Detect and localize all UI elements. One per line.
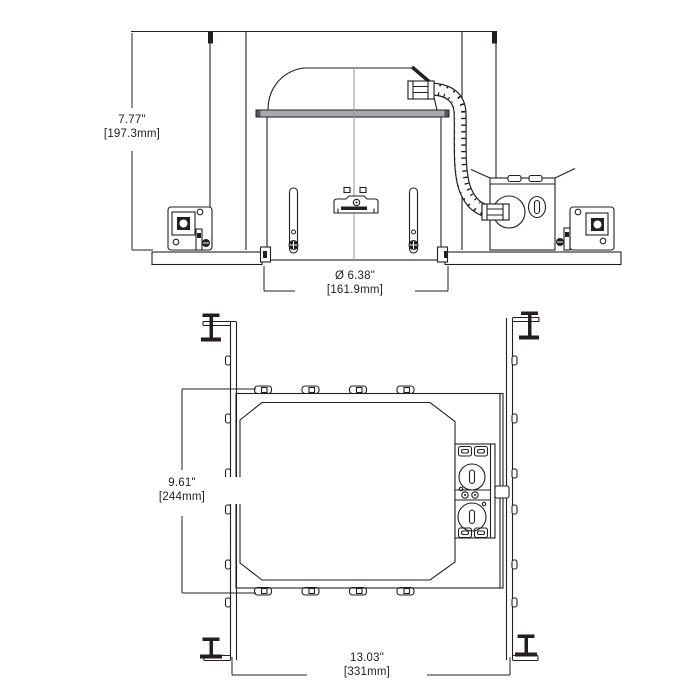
frame-tabs-top xyxy=(253,385,415,395)
joist-corner-mark-right xyxy=(492,31,497,44)
dim-height-inches: 7.77" xyxy=(72,114,192,128)
adjustment-slot-left xyxy=(288,187,299,254)
plan-view xyxy=(181,311,540,676)
band-cap-left xyxy=(256,110,261,117)
dim-line-width xyxy=(231,657,511,676)
ceiling-hatch-right xyxy=(444,251,622,266)
mounting-bracket-right xyxy=(556,206,615,251)
junction-box-side xyxy=(470,168,576,251)
dim-height-label: 7.77" [197.3mm] xyxy=(72,114,192,141)
dim-line-depth xyxy=(181,388,256,594)
dome-conduit-connector xyxy=(407,80,435,100)
dim-aperture-mm: [161.9mm] xyxy=(295,283,415,297)
adjustment-slot-right xyxy=(408,187,419,254)
joist-left xyxy=(209,31,247,250)
nail-bottom-left xyxy=(200,637,222,659)
dim-width-inches: 13.03" xyxy=(307,652,427,666)
hanger-bar-right xyxy=(505,316,540,662)
flange-foot-detail-left xyxy=(263,251,267,258)
nail-bottom-right xyxy=(515,634,537,657)
box-knockout-oval xyxy=(527,195,547,219)
band-cap-right xyxy=(444,110,449,117)
dim-line-height xyxy=(131,33,153,251)
can-top-band xyxy=(255,109,450,118)
dim-depth-label: 9.61" [244mm] xyxy=(122,477,242,504)
slot-hole-left xyxy=(290,229,297,235)
flex-conduit xyxy=(431,82,492,219)
side-elevation-view xyxy=(131,30,622,292)
slot-screw-left xyxy=(288,240,299,250)
nail-top-right xyxy=(519,311,539,340)
junction-box-latch xyxy=(494,485,510,499)
dim-aperture-label: Ø 6.38" [161.9mm] xyxy=(295,270,415,297)
dim-depth-inches: 9.61" xyxy=(122,477,242,491)
frame-tabs-bottom xyxy=(253,586,415,596)
dim-height-mm: [197.3mm] xyxy=(72,127,192,141)
mounting-bracket-left xyxy=(167,206,213,251)
joist-corner-mark-left xyxy=(208,31,213,44)
flange-foot-detail-right xyxy=(444,251,448,258)
nail-top-left xyxy=(201,313,221,342)
junction-box-plan xyxy=(454,443,510,539)
dim-width-label: 13.03" [331mm] xyxy=(307,652,427,679)
ceiling-hatch-left xyxy=(151,251,263,266)
dim-line-aperture xyxy=(263,266,449,292)
can-center-bracket xyxy=(333,186,379,214)
housing-pan-outline xyxy=(239,401,456,581)
dim-aperture-inches: Ø 6.38" xyxy=(295,270,415,284)
dim-width-mm: [331mm] xyxy=(307,665,427,679)
slot-hole-right xyxy=(410,229,417,235)
slot-screw-right xyxy=(408,240,419,250)
junction-box-flags xyxy=(470,168,576,179)
dim-depth-mm: [244mm] xyxy=(122,490,242,504)
